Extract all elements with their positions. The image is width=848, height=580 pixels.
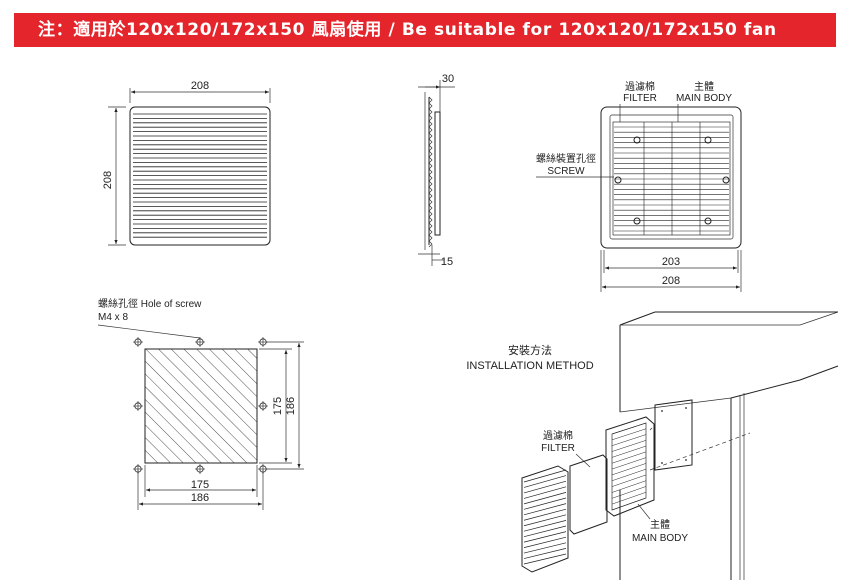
cutout-hatched-area xyxy=(144,348,258,464)
front-outline xyxy=(129,106,271,246)
front-view: 208 208 xyxy=(102,80,271,246)
cutout-width-dim: 175 xyxy=(191,479,209,491)
install-grille-slat xyxy=(523,486,567,499)
install-grille-slat xyxy=(523,536,567,548)
body-screw-holes xyxy=(614,136,730,225)
install-grille-slat xyxy=(523,508,567,521)
body-filter-label-cn: 過濾棉 xyxy=(625,80,655,93)
install-grille-slat xyxy=(523,514,567,527)
body-filter-label-en: FILTER xyxy=(623,93,657,104)
cutout-screw-holes xyxy=(133,337,268,474)
install-grille-slat xyxy=(523,475,567,488)
front-height-dim: 208 xyxy=(102,171,114,189)
body-main-label-en: MAIN BODY xyxy=(676,93,732,104)
install-grille xyxy=(521,465,569,573)
install-body-line xyxy=(611,474,647,487)
install-body-line xyxy=(611,497,647,511)
front-slats xyxy=(133,113,267,238)
install-grille-slat xyxy=(523,525,567,538)
install-grille-slat xyxy=(523,503,567,516)
install-grille-slat xyxy=(523,480,567,494)
body-main-label-cn: 主體 xyxy=(694,81,714,93)
body-filter-area xyxy=(612,121,731,236)
install-filter-label-en: FILTER xyxy=(541,443,575,454)
cutout-view: 螺絲孔徑 Hole of screw M4 x 8 175 186 175 xyxy=(97,297,304,510)
install-filter-label-cn: 過濾棉 xyxy=(543,429,573,442)
install-grille-slat xyxy=(523,531,567,543)
main-body-view: 過濾棉 FILTER 主體 MAIN BODY 螺絲裝置孔徑 SCREW 203… xyxy=(536,80,742,292)
body-screw-label-en: SCREW xyxy=(547,166,585,177)
cutout-hole-label: 螺絲孔徑 Hole of screw xyxy=(98,297,202,310)
install-filter xyxy=(569,454,608,535)
install-grille-slat xyxy=(523,492,567,505)
install-body-line xyxy=(611,451,647,464)
install-body-line xyxy=(611,422,647,435)
cutout-height-dim: 175 xyxy=(272,397,284,415)
install-title-cn: 安裝方法 xyxy=(508,343,552,357)
install-body-line xyxy=(611,486,647,499)
body-grid xyxy=(614,122,729,235)
install-main-label-en: MAIN BODY xyxy=(632,533,688,544)
cutout-hole-width-dim: 186 xyxy=(191,492,209,504)
install-body-line xyxy=(611,428,647,441)
side-flange-dim: 15 xyxy=(441,256,453,268)
front-width-dim: 208 xyxy=(191,80,209,92)
install-body-line xyxy=(611,434,647,446)
side-view: 30 15 xyxy=(418,73,455,268)
cutout-hole-spec: M4 x 8 xyxy=(98,312,128,323)
install-body-line xyxy=(611,468,647,482)
install-title-en: INSTALLATION METHOD xyxy=(466,360,593,372)
body-screw-label-cn: 螺絲裝置孔徑 xyxy=(536,152,596,165)
install-grille-slat xyxy=(523,469,567,483)
side-flange xyxy=(434,111,441,236)
body-outer-width-dim: 208 xyxy=(662,275,680,287)
install-grille-slat xyxy=(523,553,567,565)
install-body-line xyxy=(611,491,647,505)
install-grille-slat xyxy=(523,520,567,532)
side-louvre-profile xyxy=(428,96,433,248)
side-depth-dim: 30 xyxy=(442,73,454,85)
body-outer-frame xyxy=(600,106,742,249)
install-main-body xyxy=(605,416,655,517)
header-banner: 注：適用於120x120/172x150 風扇使用 / Be suitable … xyxy=(14,13,836,47)
cabinet-cutout xyxy=(654,399,693,471)
installation-view: 安裝方法 INSTALLATION METHOD xyxy=(466,311,839,580)
install-body-line xyxy=(611,463,647,476)
install-body-line xyxy=(611,457,647,470)
install-body-line xyxy=(611,440,647,452)
cabinet xyxy=(619,311,839,580)
install-grille-slat xyxy=(523,497,567,510)
install-body-line xyxy=(611,445,647,458)
install-grille-slat xyxy=(523,542,567,554)
cutout-hole-height-dim: 186 xyxy=(285,397,297,415)
body-inner-width-dim: 203 xyxy=(662,256,680,268)
install-main-label-cn: 主體 xyxy=(650,519,670,531)
install-grille-slat xyxy=(523,548,567,559)
install-body-line xyxy=(611,480,647,493)
